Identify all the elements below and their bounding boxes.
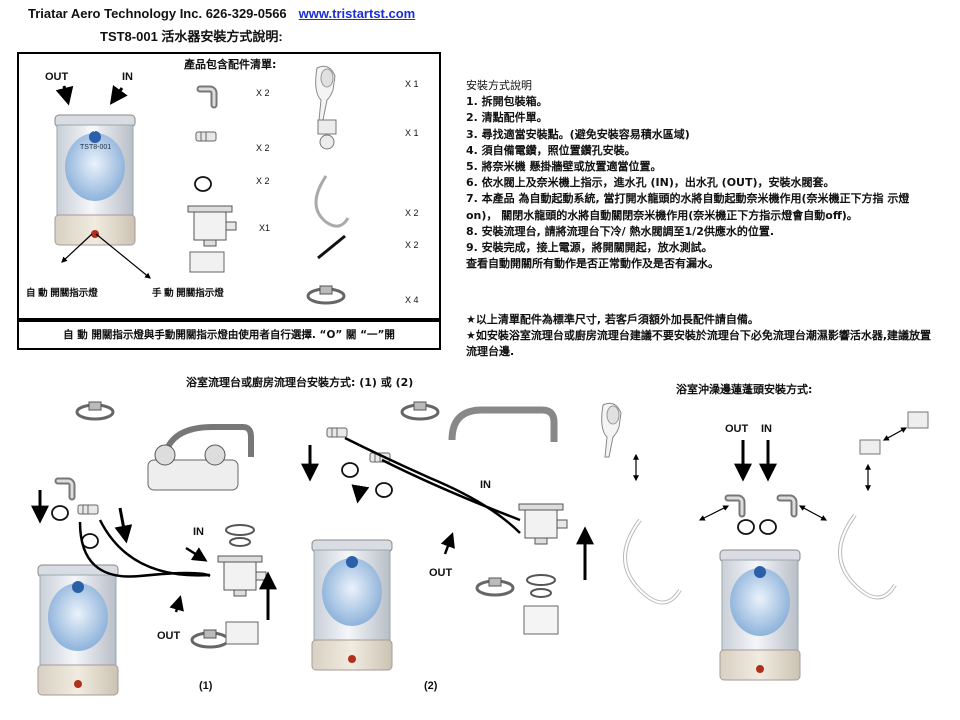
qty-elbow: X 2 [256, 88, 270, 98]
instruction-step: 1. 拆開包裝箱。 [466, 95, 548, 109]
qty-hose-clamp: X 4 [405, 295, 419, 305]
qty-tube: X 2 [405, 240, 419, 250]
parts-box [17, 52, 441, 320]
instruction-step: 4. 須自備電鑽，照位置鑽孔安裝。 [466, 143, 636, 157]
instruction-step: 6. 依水閥上及奈米機上指示，進水孔 (IN)，出水孔 (OUT)，安裝水閥套。 [466, 176, 835, 190]
manual-indicator-label: 手 動 開關指示燈 [152, 288, 224, 299]
indicator-note: 自 動 開關指示燈與手動開關指示燈由使用者自行選擇. “O” 關 “一”開 [17, 320, 441, 350]
sink-section-title: 浴室流理台或廚房流理台安裝方式: (1) 或 (2) [186, 376, 414, 389]
qty-shower-diverter: X 1 [405, 128, 419, 138]
option-1-out-label: OUT [157, 630, 181, 642]
shower-in-label: IN [761, 423, 772, 435]
qty-shower-head: X 1 [405, 79, 419, 89]
option-2-label: (2) [424, 680, 438, 692]
instruction-step: 8. 安裝流理台, 請將流理台下冷/ 熱水閥調至1/2供應水的位置. [466, 224, 775, 238]
parts-out-label: OUT [45, 71, 69, 83]
note-item: ★如安裝浴室流理台或廚房流理台建議不要安裝於流理台下必免流理台潮濕影響活水器,建… [466, 329, 932, 358]
parts-in-label: IN [122, 71, 133, 83]
qty-straight-connector: X 2 [256, 143, 270, 153]
parts-list-title: 產品包含配件清單: [184, 58, 277, 71]
website-link[interactable]: www.tristartst.com [298, 6, 416, 21]
model-title: TST8-001 活水器安裝方式說明: [100, 29, 283, 44]
instruction-step: 7. 本產品 為自動起動系統, 當打開水龍頭的水將自動起動奈米機作用(奈米機正下… [466, 192, 910, 222]
option-2-out-label: OUT [429, 567, 453, 579]
instruction-step: 5. 將奈米機 懸掛牆壁或放置適當位置。 [466, 160, 662, 174]
company-name: Triatar Aero Technology Inc. 626-329-056… [28, 6, 287, 21]
instruction-step: 9. 安裝完成，接上電源，將開關開起，放水測試。 [466, 241, 713, 255]
instruction-step: 2. 清點配件單。 [466, 111, 548, 125]
note-item: ★以上清單配件為標準尺寸, 若客戶須額外加長配件請自備。 [466, 313, 759, 326]
option-1-label: (1) [199, 680, 213, 692]
qty-o-ring: X 2 [256, 176, 270, 186]
instructions-title: 安裝方式說明 [466, 79, 532, 92]
option-2-in-label: IN [480, 479, 491, 491]
instruction-step: 3. 尋找適當安裝點。(避免安裝容易積水區域) [466, 127, 690, 141]
qty-valve: X1 [259, 223, 271, 233]
notes-panel: ★以上清單配件為標準尺寸, 若客戶須額外加長配件請自備。 ★如安裝浴室流理台或廚… [466, 312, 936, 360]
shower-section-title: 浴室沖澡邊蓮蓬頭安裝方式: [676, 383, 813, 396]
shower-out-label: OUT [725, 423, 749, 435]
option-1-in-label: IN [193, 526, 204, 538]
instructions-panel: 安裝方式說明 1. 拆開包裝箱。 2. 清點配件單。 3. 尋找適當安裝點。(避… [466, 78, 936, 272]
auto-indicator-label: 自 動 開關指示燈 [26, 288, 98, 299]
instruction-step: 查看自動開關所有動作是否正常動作及是否有漏水。 [466, 257, 719, 271]
parts-unit-model: TST8-001 [80, 144, 112, 151]
qty-hose: X 2 [405, 208, 419, 218]
parts-unit-logo: GP [87, 125, 99, 134]
company-header: Triatar Aero Technology Inc. 626-329-056… [28, 6, 415, 21]
